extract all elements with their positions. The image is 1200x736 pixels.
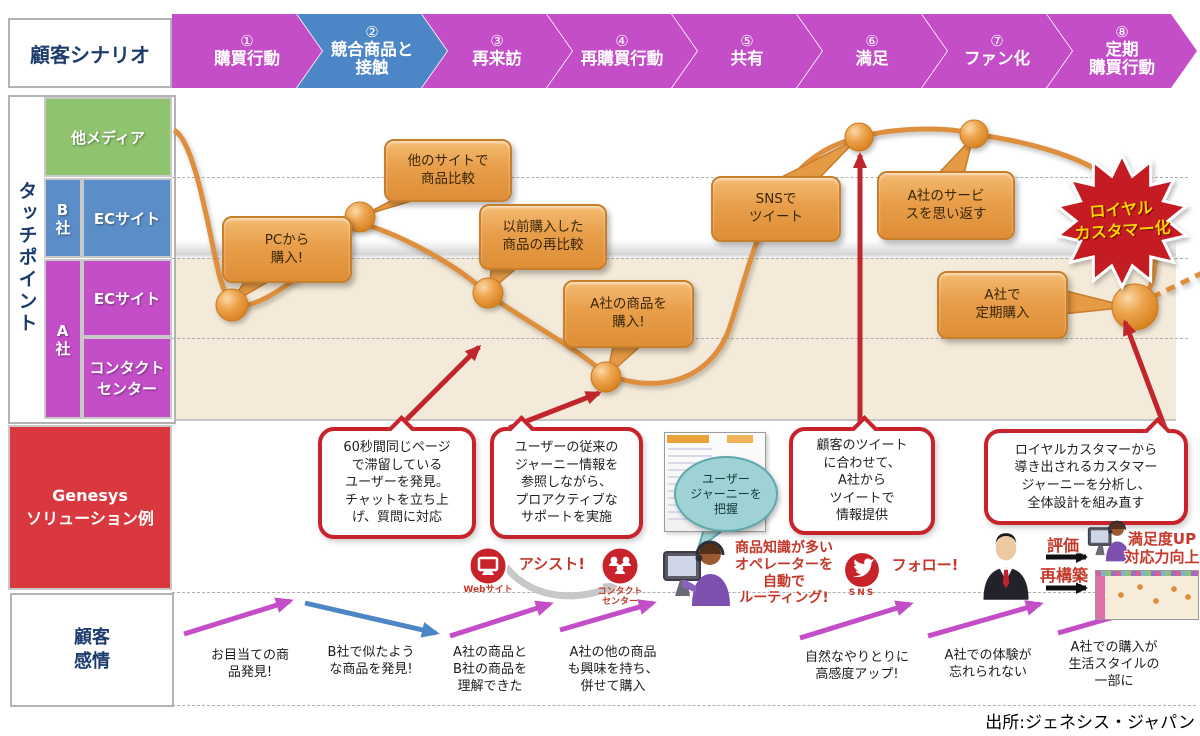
bubble-recall-service: A社のサービ スを思い返す [877, 171, 1015, 240]
row-company-a-contact: コンタクト センター [84, 339, 170, 417]
callout-tail [1144, 417, 1171, 444]
row-other-media: 他メディア [46, 99, 170, 175]
assist-label: アシスト! [518, 555, 586, 573]
website-icon [468, 546, 508, 586]
businessman-icon [983, 533, 1029, 600]
bubble-compare-other-site: 他のサイトで 商品比較 [384, 139, 512, 202]
company-a-label: A社 [46, 261, 80, 417]
emotion-item-5: 自然なやりとりに 高感度アップ! [804, 650, 909, 682]
sns-icon-label: SNS [848, 588, 876, 598]
scenario-step-1: ① 購買行動 [172, 14, 322, 88]
scenario-header: 顧客シナリオ [8, 18, 172, 88]
emotion-arrows [183, 597, 1174, 641]
website-icon-label: Webサイト [463, 585, 513, 595]
row-company-b-ec: ECサイト [84, 180, 170, 256]
company-b-label: B社 [46, 180, 80, 256]
callout-rebuild-journey: ロイヤルカスタマーから 導き出されるカスタマー ジャーニーを分析し、 全体設計を… [984, 417, 1188, 525]
row-company-a-ec: ECサイト [84, 261, 170, 335]
genesys-header: Genesys ソリューション例 [10, 427, 170, 588]
bubble-buy-company-a: A社の商品を 購入! [563, 280, 694, 348]
user-journey-bubble: ユーザー ジャーニーを 把握 [674, 456, 778, 532]
emotion-item-2: B社で似たよう な商品を発見! [327, 645, 415, 677]
bubble-pc-purchase: PCから 購入! [222, 216, 352, 283]
emotion-item-7: A社での購入が 生活スタイルの 一部に [1068, 640, 1160, 689]
row-separator [172, 177, 1188, 178]
callout-tweet-info: 顧客のツイート に合わせて、 A社から ツイートで 情報提供 [789, 415, 935, 535]
loyal-customer-badge-label: ロイヤル カスタマー化 [1074, 197, 1172, 244]
satisfaction-note: 満足度UP 対応力向上 [1124, 530, 1200, 566]
contact-center-icon [600, 546, 640, 586]
callout-chat-support: 60秒間同じページ で滞留している ユーザーを発見。 チャットを立ち上 げ、質問… [318, 415, 476, 539]
emotion-header: 顧客 感情 [10, 593, 174, 707]
journey-map-thumbnail [1095, 570, 1199, 620]
emotion-item-3: A社の商品と B社の商品を 理解できた [453, 645, 527, 694]
follow-label: フォロー! [891, 556, 959, 574]
scenario-step-4: ④ 再購買行動 [547, 14, 697, 88]
emotion-item-6: A社での体験が 忘れられない [944, 648, 1032, 680]
touchpoint-label: タッチポイント [15, 180, 38, 335]
routing-note: 商品知識が多い オペレーターを 自動で ルーティング! [735, 540, 833, 607]
source-note: 出所:ジェネシス・ジャパン [985, 713, 1195, 733]
bubble-subscribe: A社で 定期購入 [937, 271, 1068, 339]
callout-proactive-support: ユーザーの従来の ジャーニー情報を 参照しながら、 プロアクティブな サポートを… [490, 415, 643, 539]
emotion-item-4: A社の他の商品 も興味を持ち、 併せて購入 [567, 645, 659, 694]
emotion-band-bottom [172, 705, 1196, 706]
scenario-header-label: 顧客シナリオ [30, 42, 150, 67]
operator-icon-small [1087, 520, 1130, 562]
bubble-recompare: 以前購入した 商品の再比較 [479, 204, 607, 270]
evaluate-label: 評価 [1046, 536, 1079, 555]
rebuild-label: 再構築 [1039, 566, 1088, 585]
band-bottom-line [172, 419, 1176, 421]
emotion-item-1: お目当ての商 品発見! [210, 648, 289, 680]
sns-twitter-icon [843, 551, 881, 589]
contact-center-icon-label: コンタクト センター [597, 587, 643, 607]
bubble-sns-tweet: SNSで ツイート [711, 176, 841, 242]
